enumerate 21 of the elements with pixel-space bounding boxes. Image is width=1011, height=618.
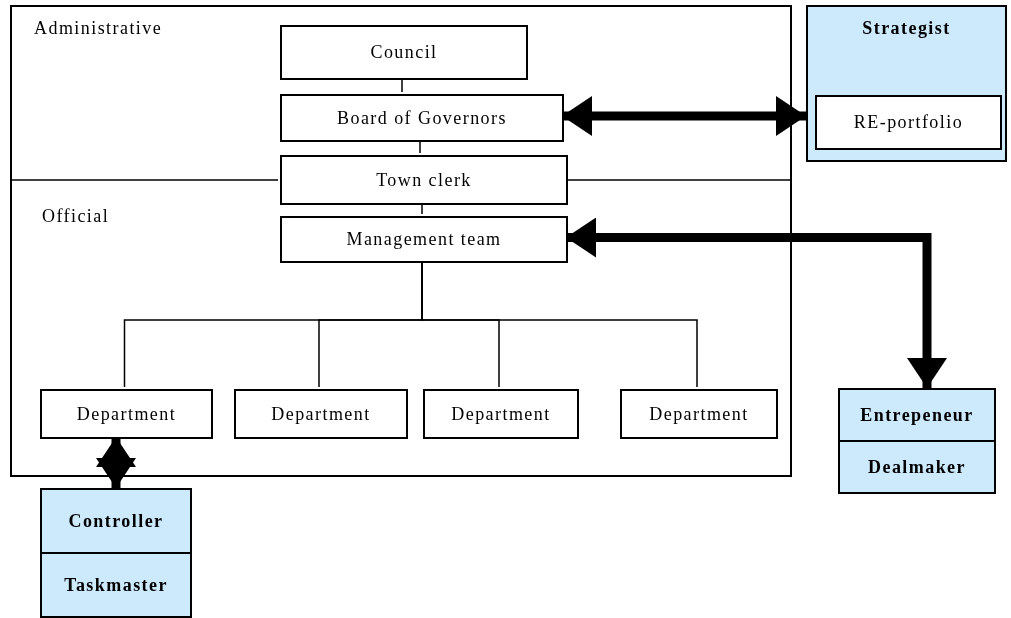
role-title: Strategist	[861, 17, 952, 40]
org-box: RE-portfolio	[815, 95, 1002, 150]
org-box: Department	[423, 389, 579, 439]
org-box: Department	[234, 389, 408, 439]
role-title: Entrepeneur	[860, 403, 974, 427]
role-title: Taskmaster	[64, 573, 168, 597]
org-box: Management team	[280, 216, 568, 263]
org-box: Department	[40, 389, 213, 439]
section-label: Official	[42, 205, 110, 228]
role-box	[838, 388, 996, 494]
double-arrow	[96, 437, 136, 488]
org-box: Board of Governors	[280, 94, 564, 142]
role-title: Controller	[68, 509, 164, 533]
role-box	[40, 488, 192, 618]
role-title: Dealmaker	[868, 455, 966, 479]
role-panel	[806, 5, 1007, 162]
org-box: Council	[280, 25, 528, 80]
org-box: Department	[620, 389, 778, 439]
org-frame	[10, 5, 792, 477]
section-label: Administrative	[34, 17, 163, 40]
org-box: Town clerk	[280, 155, 568, 205]
